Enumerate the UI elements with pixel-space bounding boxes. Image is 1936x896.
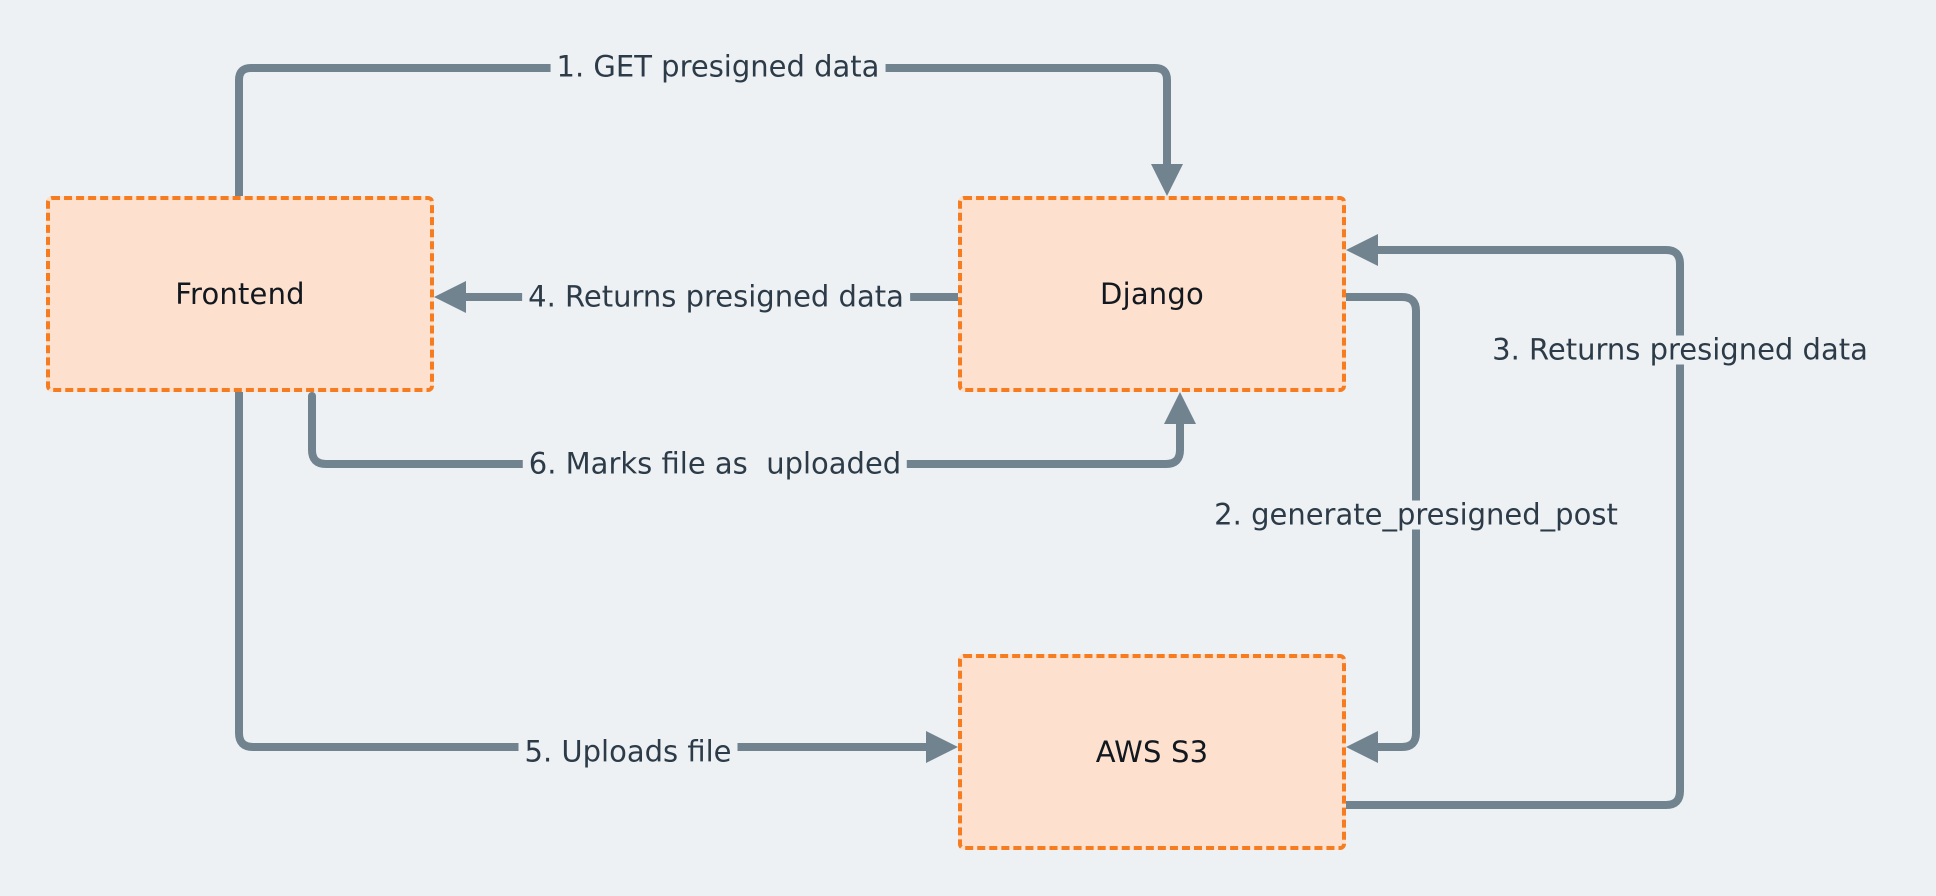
edge-label-6: 6. Marks file as uploaded <box>522 449 908 479</box>
edge-1-arrowhead <box>1151 164 1183 196</box>
edge-6-arrowhead <box>1164 392 1196 424</box>
edge-3-path <box>1342 246 1684 809</box>
edge-1-path <box>235 64 1171 200</box>
edge-4-arrowhead <box>434 281 466 313</box>
node-aws-s3-label: AWS S3 <box>1095 735 1209 769</box>
edge-5-path <box>235 388 930 751</box>
edge-2-arrowhead <box>1346 731 1378 763</box>
node-django[interactable]: Django <box>958 196 1346 392</box>
edge-5-arrowhead <box>926 731 958 763</box>
edge-1-get-presigned-data <box>235 64 1183 200</box>
edge-label-2: 2. generate_presigned_post <box>1208 500 1624 530</box>
edge-5-uploads-file <box>235 388 958 763</box>
edge-label-1: 1. GET presigned data <box>550 52 886 82</box>
node-frontend[interactable]: Frontend <box>46 196 434 392</box>
edge-label-4: 4. Returns presigned data <box>522 282 910 312</box>
edge-label-5: 5. Uploads file <box>518 737 738 767</box>
edge-3-arrowhead <box>1346 234 1378 266</box>
edge-label-3: 3. Returns presigned data <box>1486 335 1874 365</box>
edge-3-returns-presigned-data <box>1342 234 1684 809</box>
node-aws-s3[interactable]: AWS S3 <box>958 654 1346 850</box>
node-frontend-label: Frontend <box>175 277 305 311</box>
node-django-label: Django <box>1100 277 1204 311</box>
